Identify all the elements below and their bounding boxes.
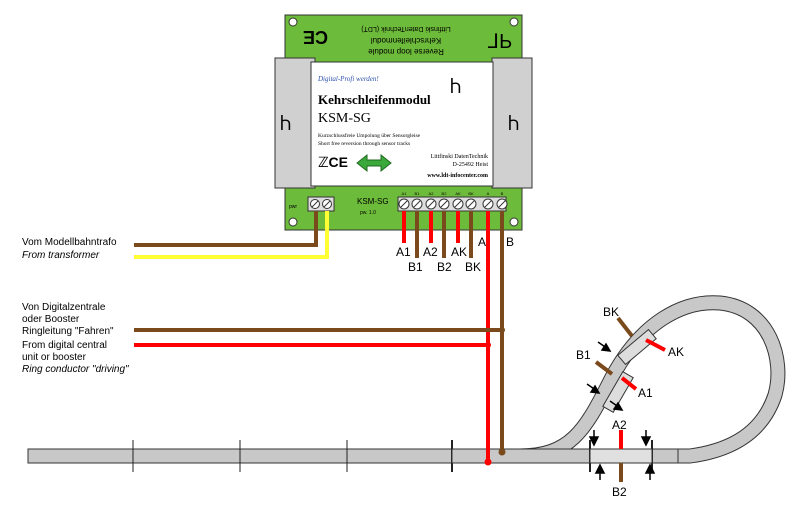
ce-mark-icon: CE <box>303 27 328 47</box>
digital-label-de-1: Von Digitalzentrale <box>22 302 106 313</box>
terminal-pin-label: A <box>487 191 490 196</box>
ldt-logo-icon: ⅃Ь <box>488 31 512 53</box>
ksm-sg-module: Reverse loop module Kehrschleifenmodul L… <box>274 14 533 231</box>
terminal-pin-label: B2 <box>442 191 448 196</box>
digital-label-en-2: unit or booster <box>22 352 87 363</box>
maker-line-2: D-25492 Heist <box>453 162 489 168</box>
terminal-pin-label: B1 <box>415 191 421 196</box>
module-label <box>310 61 494 187</box>
sensor-wire-BK <box>616 316 634 338</box>
digital-label-en-1: From digital central <box>22 340 107 351</box>
terminal-pin-label: A2 <box>429 191 435 196</box>
screw-slot <box>484 200 492 208</box>
pwr-label: pwr <box>289 204 297 210</box>
housing-left <box>274 57 316 189</box>
ce-mark-label-icon: ℤCE <box>318 154 348 170</box>
digital-label-de-3: Ringleitung "Fahren" <box>22 326 114 337</box>
junction-dot <box>498 448 506 456</box>
sensor-track-section <box>617 328 657 366</box>
junction-dot <box>499 327 505 333</box>
top-text-3: Littfinski DatenTechnik (LDT) <box>361 25 450 32</box>
track-label-B1: B1 <box>576 348 591 362</box>
screw-slot <box>467 200 475 208</box>
module-desc-de: Kurzschlussfreie Umpolung über Sensorgle… <box>318 132 421 139</box>
wire-label-A1: A1 <box>396 245 411 259</box>
transformer-label-de: Vom Modellbahntrafo <box>22 237 117 248</box>
terminal-pin-labels: A1 B1 A2 B2 AK BK A B <box>402 191 504 196</box>
screw-slot <box>454 200 462 208</box>
label-slogan: Digital-Profi werden! <box>317 75 379 83</box>
mounting-hole <box>509 17 519 27</box>
wire-label-B1: B1 <box>408 260 423 274</box>
sensor-wire-A1 <box>620 376 638 391</box>
board-sublabel: pw. 1.0 <box>360 210 376 216</box>
wire-label-BK: BK <box>465 260 481 274</box>
maker-line-1: Littfinski DatenTechnik <box>431 153 488 160</box>
screw-slot <box>440 200 448 208</box>
digital-label-en-3: Ring conductor "driving" <box>22 364 129 375</box>
reverse-arrow-icon <box>356 153 392 173</box>
module-model: KSM-SG <box>318 111 371 126</box>
digital-label-de-2: oder Booster <box>22 314 80 325</box>
reverse-loop-track-inner <box>519 296 785 463</box>
transformer-wire-brown <box>134 211 318 247</box>
screw-slot <box>413 200 421 208</box>
wiring <box>134 211 666 482</box>
text-labels: Vom Modellbahntrafo From transformer Von… <box>22 235 684 499</box>
arrow-icons <box>586 341 656 480</box>
sensor-wire-B1 <box>594 360 614 376</box>
track-label-A2: A2 <box>612 418 627 432</box>
maker-website: www.ldt-infocenter.com <box>427 173 488 179</box>
top-text-2: Kehrschleifenmodul <box>371 36 441 45</box>
ldt-logo-left-icon: Ⴙ <box>280 114 291 134</box>
terminal-pin-label: A1 <box>402 191 408 196</box>
top-text-1: Reverse loop module <box>368 47 444 56</box>
mounting-hole <box>288 217 298 227</box>
mounting-hole <box>288 17 298 27</box>
wire-label-B: B <box>506 235 514 249</box>
module-title: Kehrschleifenmodul <box>318 92 431 107</box>
ldt-logo-right-icon: Ⴙ <box>508 114 519 134</box>
terminal-screws <box>398 198 508 210</box>
terminal-pin-label: B <box>501 191 504 196</box>
ldt-logo-label-icon: Ⴙ <box>450 77 461 97</box>
module-desc-en: Short free reversion through sensor trac… <box>318 140 410 147</box>
wire-label-AK: AK <box>451 245 467 259</box>
sensor-wire-AK <box>645 338 666 352</box>
track-label-AK: AK <box>668 345 684 359</box>
transformer-wire-yellow <box>134 211 329 259</box>
sensor-track-section <box>589 448 653 464</box>
screw-slot <box>400 200 408 208</box>
terminal-pin-label: BK <box>468 191 474 196</box>
track-label-BK: BK <box>603 305 619 319</box>
wire-label-A: A <box>478 235 486 249</box>
terminal-pin-label: AK <box>455 191 461 196</box>
screw-slot <box>498 200 506 208</box>
junction-dot <box>485 342 491 348</box>
junction-dot <box>484 458 492 466</box>
screw-slot <box>427 200 435 208</box>
track-label-A1: A1 <box>638 386 653 400</box>
track-label-B2: B2 <box>612 485 627 499</box>
wire-label-A2: A2 <box>423 245 438 259</box>
board-label: KSM-SG <box>357 197 389 206</box>
mounting-hole <box>509 217 519 227</box>
transformer-label-en: From transformer <box>22 250 100 261</box>
wire-label-B2: B2 <box>437 260 452 274</box>
